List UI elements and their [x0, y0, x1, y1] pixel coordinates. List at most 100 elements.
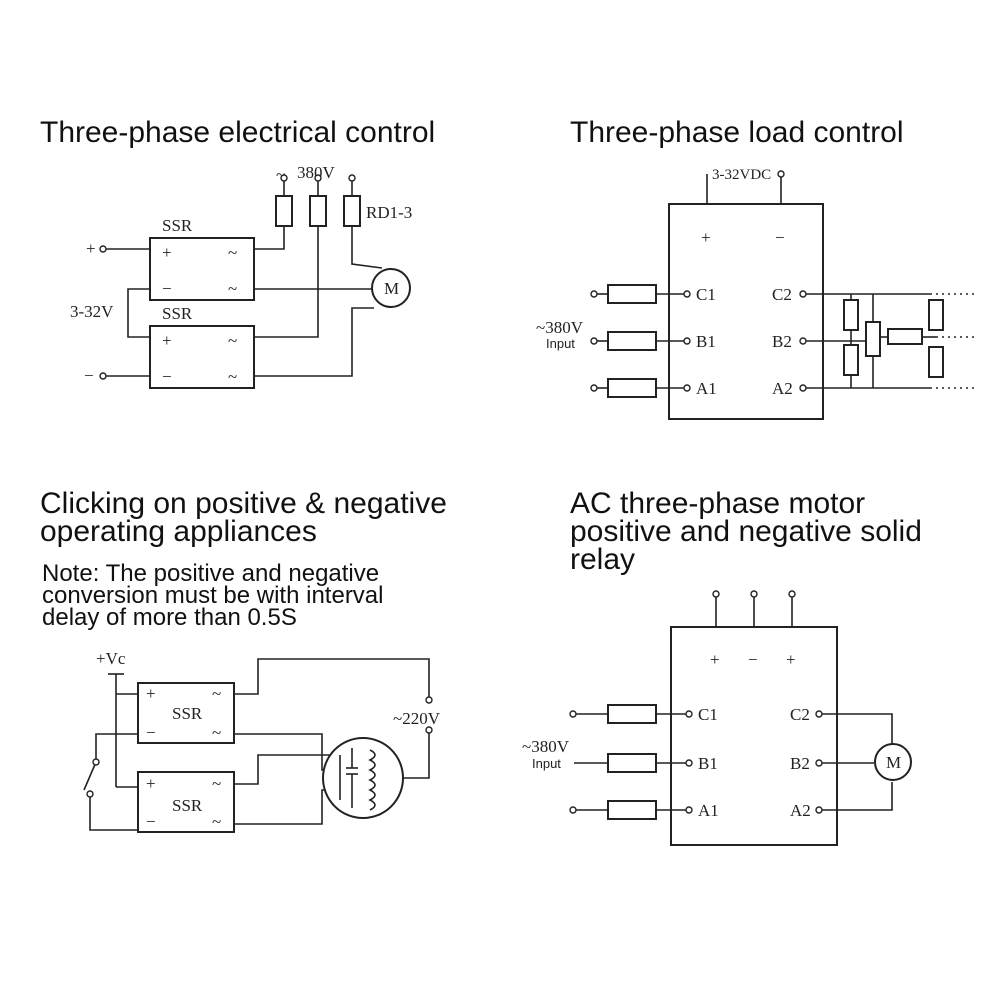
control-terminal — [712, 590, 720, 598]
input-fuse-b — [607, 331, 657, 351]
control-plus-label: + — [86, 239, 96, 258]
fuse-label: RD1-3 — [366, 203, 412, 222]
label-a1: A1 — [698, 801, 719, 820]
label-a2: A2 — [790, 801, 811, 820]
switch-contact — [86, 790, 94, 798]
ssr-top-plus: + — [162, 243, 172, 262]
motor-label: M — [384, 279, 399, 298]
terminal-c2 — [815, 710, 823, 718]
relay-module-box — [668, 203, 824, 420]
ssr-top-ac-out: ~ — [212, 723, 221, 742]
panel-title: Three-phase load control — [570, 116, 904, 149]
dc-minus: − — [775, 228, 785, 247]
ssr-top-ac-in: ~ — [228, 243, 237, 262]
label-b2: B2 — [772, 332, 792, 351]
tilde-symbol: ~ — [276, 165, 285, 184]
load-resistor — [843, 344, 859, 376]
label-b1: B1 — [696, 332, 716, 351]
ssr-bottom-plus: + — [162, 331, 172, 350]
label-b1: B1 — [698, 754, 718, 773]
input-fuse-a — [607, 800, 657, 820]
ssr-top-ac-out: ~ — [228, 279, 237, 298]
fuse-3 — [343, 195, 361, 227]
input-fuse-b — [607, 753, 657, 773]
ssr-bottom-ac-in: ~ — [212, 774, 221, 793]
motor-winding — [368, 749, 376, 811]
panel-title-line1: AC three-phase motor — [570, 487, 865, 520]
label-c2: C2 — [772, 285, 792, 304]
ssr-bottom-box — [137, 771, 235, 833]
terminal-a2 — [799, 384, 807, 392]
control-terminal — [788, 590, 796, 598]
label-a1: A1 — [696, 379, 717, 398]
ssr-bottom-minus: − — [162, 367, 172, 386]
ssr-top-label: SSR — [162, 216, 193, 235]
switch-contact — [92, 758, 100, 766]
motor-symbol — [322, 737, 404, 819]
label-a2: A2 — [772, 379, 793, 398]
label-b2: B2 — [790, 754, 810, 773]
ssr-bottom-ac-out: ~ — [212, 812, 221, 831]
ac-input-voltage: ~380V — [522, 737, 570, 756]
label-c1: C1 — [698, 705, 718, 724]
supply-terminal — [314, 174, 322, 182]
load-resistor — [843, 299, 859, 331]
note-line2: conversion must be with interval — [42, 582, 383, 609]
control-minus: − — [748, 650, 758, 669]
panel-ac-three-phase-motor-relay: AC three-phase motor positive and negati… — [522, 487, 922, 846]
ssr-bottom-ac-out: ~ — [228, 367, 237, 386]
ssr-top-minus: − — [162, 279, 172, 298]
control-minus-label: − — [84, 366, 94, 385]
motor-label: M — [886, 753, 901, 772]
input-fuse-c — [607, 704, 657, 724]
input-terminal-c — [569, 710, 577, 718]
panel-title-line3: relay — [570, 543, 635, 576]
panel-title-line2: operating appliances — [40, 515, 317, 548]
control-plus-terminal — [99, 245, 107, 253]
panel-three-phase-load-control: Three-phase load control 3-32VDC + − C1 … — [536, 116, 975, 420]
ssr-top-label: SSR — [172, 704, 203, 723]
control-minus-terminal — [99, 372, 107, 380]
input-label: Input — [546, 336, 575, 351]
ssr-top-box — [137, 682, 235, 744]
ssr-bottom-label: SSR — [162, 304, 193, 323]
panel-title-line1: Clicking on positive & negative — [40, 487, 447, 520]
input-terminal-c — [590, 290, 598, 298]
terminal-b1 — [683, 337, 691, 345]
ssr-top-box — [149, 237, 255, 301]
control-terminal — [750, 590, 758, 598]
terminal-a2 — [815, 806, 823, 814]
motor-symbol — [371, 268, 411, 308]
label-c1: C1 — [696, 285, 716, 304]
label-c2: C2 — [790, 705, 810, 724]
relay-module-box — [670, 626, 838, 846]
note-line1: Note: The positive and negative — [42, 560, 379, 587]
input-terminal-b — [590, 337, 598, 345]
load-resistor — [928, 299, 944, 331]
panel-three-phase-electrical-control: Three-phase electrical control ~ 380V RD… — [40, 116, 435, 389]
ssr-bottom-plus: + — [146, 774, 156, 793]
terminal-a1 — [683, 384, 691, 392]
fuse-1 — [275, 195, 293, 227]
control-voltage-label: 3-32V — [70, 302, 114, 321]
ssr-bottom-ac-in: ~ — [228, 331, 237, 350]
fuse-2 — [309, 195, 327, 227]
supply-voltage-label: 380V — [297, 163, 336, 182]
ssr-top-minus: − — [146, 723, 156, 742]
panel-title-line2: positive and negative solid — [570, 515, 922, 548]
load-resistor — [865, 321, 881, 357]
input-terminal-a — [569, 806, 577, 814]
terminal-b2 — [799, 337, 807, 345]
panel-positive-negative-appliances: Clicking on positive & negative operatin… — [40, 487, 447, 833]
ssr-bottom-label: SSR — [172, 796, 203, 815]
supply-terminal — [348, 174, 356, 182]
note-line3: delay of more than 0.5S — [42, 604, 297, 631]
input-fuse-c — [607, 284, 657, 304]
terminal-c1 — [683, 290, 691, 298]
ac-input-voltage: ~380V — [536, 318, 584, 337]
dc-plus: + — [701, 228, 711, 247]
input-label: Input — [532, 756, 561, 771]
dc-supply-label: 3-32VDC — [712, 167, 771, 183]
ac-voltage-label: ~220V — [393, 709, 441, 728]
